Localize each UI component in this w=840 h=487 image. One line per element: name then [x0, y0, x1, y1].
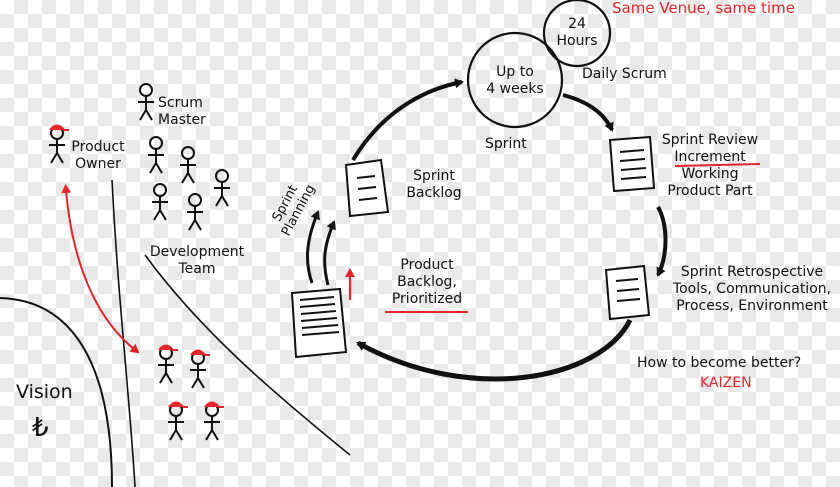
sprint-backlog-line1: Sprint: [413, 168, 455, 184]
daily-cycle-line1: 24: [568, 16, 586, 32]
sprint-review-document: [608, 135, 656, 193]
scrum-master-label: Scrum Master: [158, 95, 218, 129]
sprint-backlog-document: [344, 158, 390, 218]
team-member-figure: [204, 401, 224, 441]
scrum-master-line1: Scrum: [158, 95, 203, 111]
team-boundary-curve-2: [144, 254, 351, 456]
product-owner-line1: Product: [71, 139, 125, 155]
sprint-loop-arrow-top-right: [562, 93, 614, 132]
become-better-label: How to become better?: [637, 355, 802, 371]
increment-underline: [674, 163, 761, 167]
sprint-cycle-line1: Up to: [496, 64, 534, 80]
product-backlog-line3: Prioritized: [391, 291, 463, 307]
sprint-retro-label: Sprint Retrospective Tools, Communicatio…: [666, 264, 838, 315]
product-owner-label: Product Owner: [66, 139, 130, 173]
sprint-planning-arrow-2: [323, 220, 336, 286]
daily-scrum-label: Daily Scrum: [582, 66, 667, 82]
sprint-backlog-label: Sprint Backlog: [396, 168, 472, 202]
sprint-retro-document: [604, 264, 651, 321]
sprint-review-line3: Working: [681, 166, 739, 182]
sprint-planning-arrow-1: [306, 210, 320, 284]
kaizen-label: KAIZEN: [700, 375, 752, 391]
product-owner-figure: [49, 124, 69, 164]
product-backlog-label: Product Backlog, Prioritized: [385, 257, 469, 308]
sprint-retro-line3: Process, Environment: [676, 298, 828, 314]
sprint-review-increment: Increment: [674, 149, 746, 165]
dev-team-line1: Development: [149, 244, 245, 260]
vision-label: Vision: [16, 381, 73, 403]
dev-team-figure: [187, 193, 203, 231]
daily-cycle-circle: [542, 0, 612, 68]
dev-team-figure: [152, 183, 168, 221]
owner-team-red-arrow: [61, 184, 140, 354]
product-backlog-line2: Backlog,: [397, 274, 457, 290]
dev-team-line2: Team: [178, 261, 216, 277]
sprint-retro-line1: Sprint Retrospective: [680, 264, 824, 280]
dev-team-figure: [214, 169, 230, 207]
sprint-cycle-circle: [466, 31, 564, 129]
currency-icon: ₺: [32, 413, 49, 443]
sprint-review-line4: Product Part: [667, 183, 753, 199]
daily-cycle-line2: Hours: [556, 33, 598, 49]
team-member-figure: [158, 344, 178, 384]
sprint-loop-arrow-bottom: [356, 318, 633, 382]
dev-team-figure: [180, 146, 196, 184]
same-venue-note: Same Venue, same time: [612, 0, 795, 17]
sprint-loop-arrow-right: [656, 206, 668, 277]
dev-team-label: Development Team: [140, 244, 254, 278]
product-backlog-line1: Product: [400, 257, 454, 273]
sprint-backlog-line2: Backlog: [406, 185, 462, 201]
product-owner-line2: Owner: [75, 156, 121, 172]
scrum-master-line2: Master: [158, 112, 206, 128]
team-member-figure: [190, 349, 210, 389]
scrum-master-figure: [138, 83, 154, 121]
sprint-retro-line2: Tools, Communication,: [672, 281, 832, 297]
team-member-figure: [168, 401, 188, 441]
product-backlog-document: [290, 287, 348, 359]
sprint-cycle-line2: 4 weeks: [486, 81, 544, 97]
team-boundary-curve: [111, 179, 136, 487]
sprint-review-label: Sprint Review Increment Working Product …: [660, 132, 760, 200]
sprint-review-line1: Sprint Review: [661, 132, 759, 148]
sprint-label: Sprint: [485, 136, 527, 152]
sprint-loop-arrow-top-left: [351, 78, 464, 162]
stick-figures: [49, 83, 230, 441]
dev-team-figure: [148, 136, 164, 174]
daily-cycle-label: 24 Hours: [552, 16, 602, 50]
sprint-cycle-label: Up to 4 weeks: [480, 64, 550, 98]
